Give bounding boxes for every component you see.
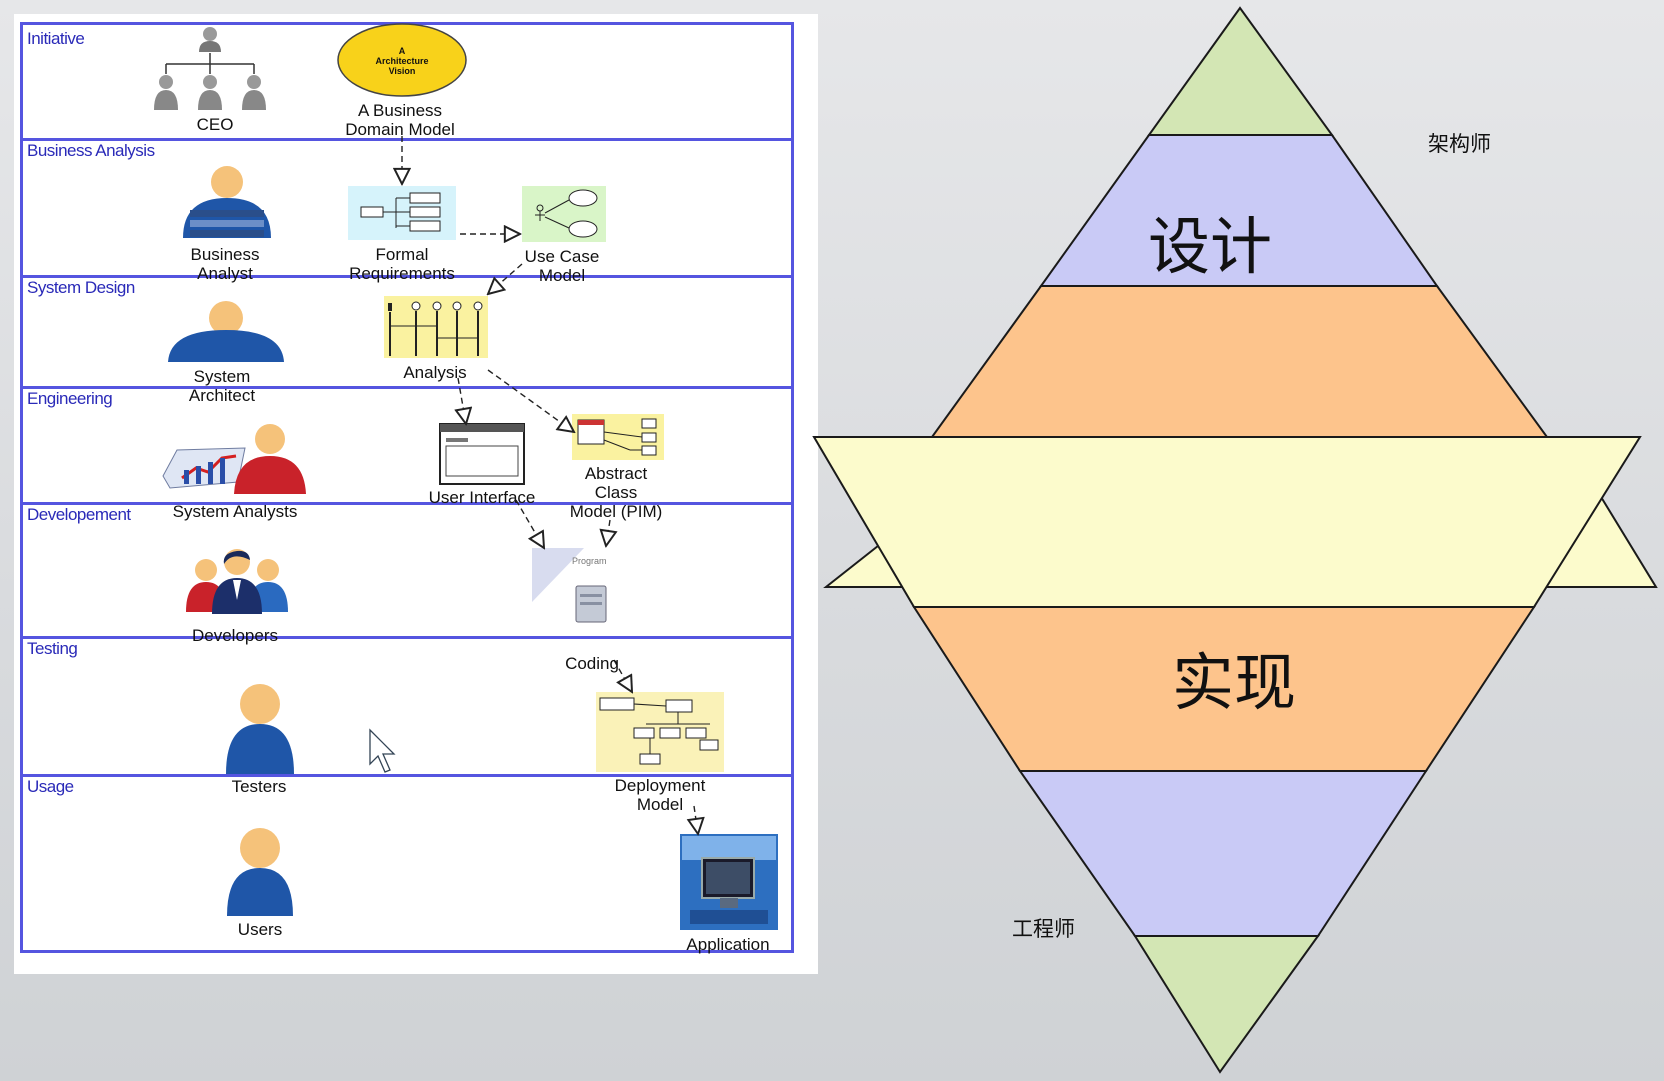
lane-title-engineering: Engineering — [27, 389, 113, 408]
ceo-org-icon — [154, 27, 266, 110]
top-apex-band — [1147, 6, 1334, 136]
lower-lavender-band — [1018, 770, 1428, 937]
flow-arrows — [402, 136, 698, 834]
engineer-label: 工程师 — [1012, 917, 1075, 941]
system-architect-icon — [168, 301, 284, 362]
user-interface-label: User Interface — [428, 488, 536, 507]
analysis-icon — [384, 296, 488, 358]
use-case-model-icon — [522, 186, 606, 242]
formal-requirements-icon — [348, 186, 456, 240]
lane-divider — [23, 636, 791, 639]
lane-divider — [23, 774, 791, 777]
architecture-vision-label: A Architecture Vision — [375, 46, 429, 76]
design-implementation-diamond — [812, 6, 1658, 1074]
coding-label: Coding — [565, 654, 619, 673]
user-interface-icon — [439, 423, 525, 485]
process-diagram-graphics: Program — [154, 23, 778, 930]
middle-yellow-band — [812, 436, 1642, 608]
analysis-label: Analysis — [403, 363, 467, 382]
business-analyst-icon — [183, 166, 271, 238]
developers-icon — [186, 549, 288, 614]
bottom-apex-band — [1133, 935, 1320, 1074]
lane-divider — [23, 386, 791, 389]
swimlane-frame: Initiative Business Analysis System Desi… — [20, 22, 794, 953]
testers-label: Testers — [231, 777, 287, 796]
process-swimlane-panel — [14, 14, 818, 974]
application-label: Application — [686, 935, 770, 954]
ceo-label: CEO — [196, 115, 234, 134]
formal-requirements-label: Formal Requirements — [349, 245, 455, 283]
program-label: Program — [572, 556, 607, 566]
implement-label: 实现 — [1172, 646, 1297, 719]
architecture-vision-icon — [337, 23, 467, 97]
business-analyst-label: Business Analyst — [190, 245, 260, 283]
abstract-class-model-label: Abstract Class Model (PIM) — [569, 464, 663, 521]
lane-title-usage: Usage — [27, 777, 74, 796]
design-label: 设计 — [1148, 210, 1273, 283]
use-case-model-label: Use Case Model — [524, 247, 600, 285]
lane-title-testing: Testing — [27, 639, 78, 658]
system-analysts-label: System Analysts — [172, 502, 298, 521]
developers-label: Developers — [192, 626, 278, 645]
system-analysts-icon — [162, 424, 306, 494]
system-architect-label: System Architect — [188, 367, 256, 405]
lane-divider — [23, 138, 791, 141]
mouse-pointer-icon — [369, 728, 396, 773]
lane-title-initiative: Initiative — [27, 29, 85, 48]
lane-title-development: Developement — [27, 505, 131, 524]
lane-divider — [23, 502, 791, 505]
program-icon: Program — [532, 548, 607, 623]
users-label: Users — [237, 920, 283, 939]
testers-icon — [226, 684, 294, 774]
abstract-class-model-icon — [572, 414, 664, 460]
business-domain-model-label: A Business Domain Model — [345, 101, 455, 139]
lane-title-business-analysis: Business Analysis — [27, 141, 155, 160]
lane-title-system-design: System Design — [27, 278, 135, 297]
upper-orange-band — [930, 285, 1549, 438]
application-icon — [680, 834, 778, 930]
architect-label: 架构师 — [1428, 132, 1491, 156]
lane-divider — [23, 275, 791, 278]
users-icon — [227, 828, 293, 916]
deployment-model-icon — [596, 692, 724, 772]
deployment-model-label: Deployment Model — [614, 776, 706, 814]
